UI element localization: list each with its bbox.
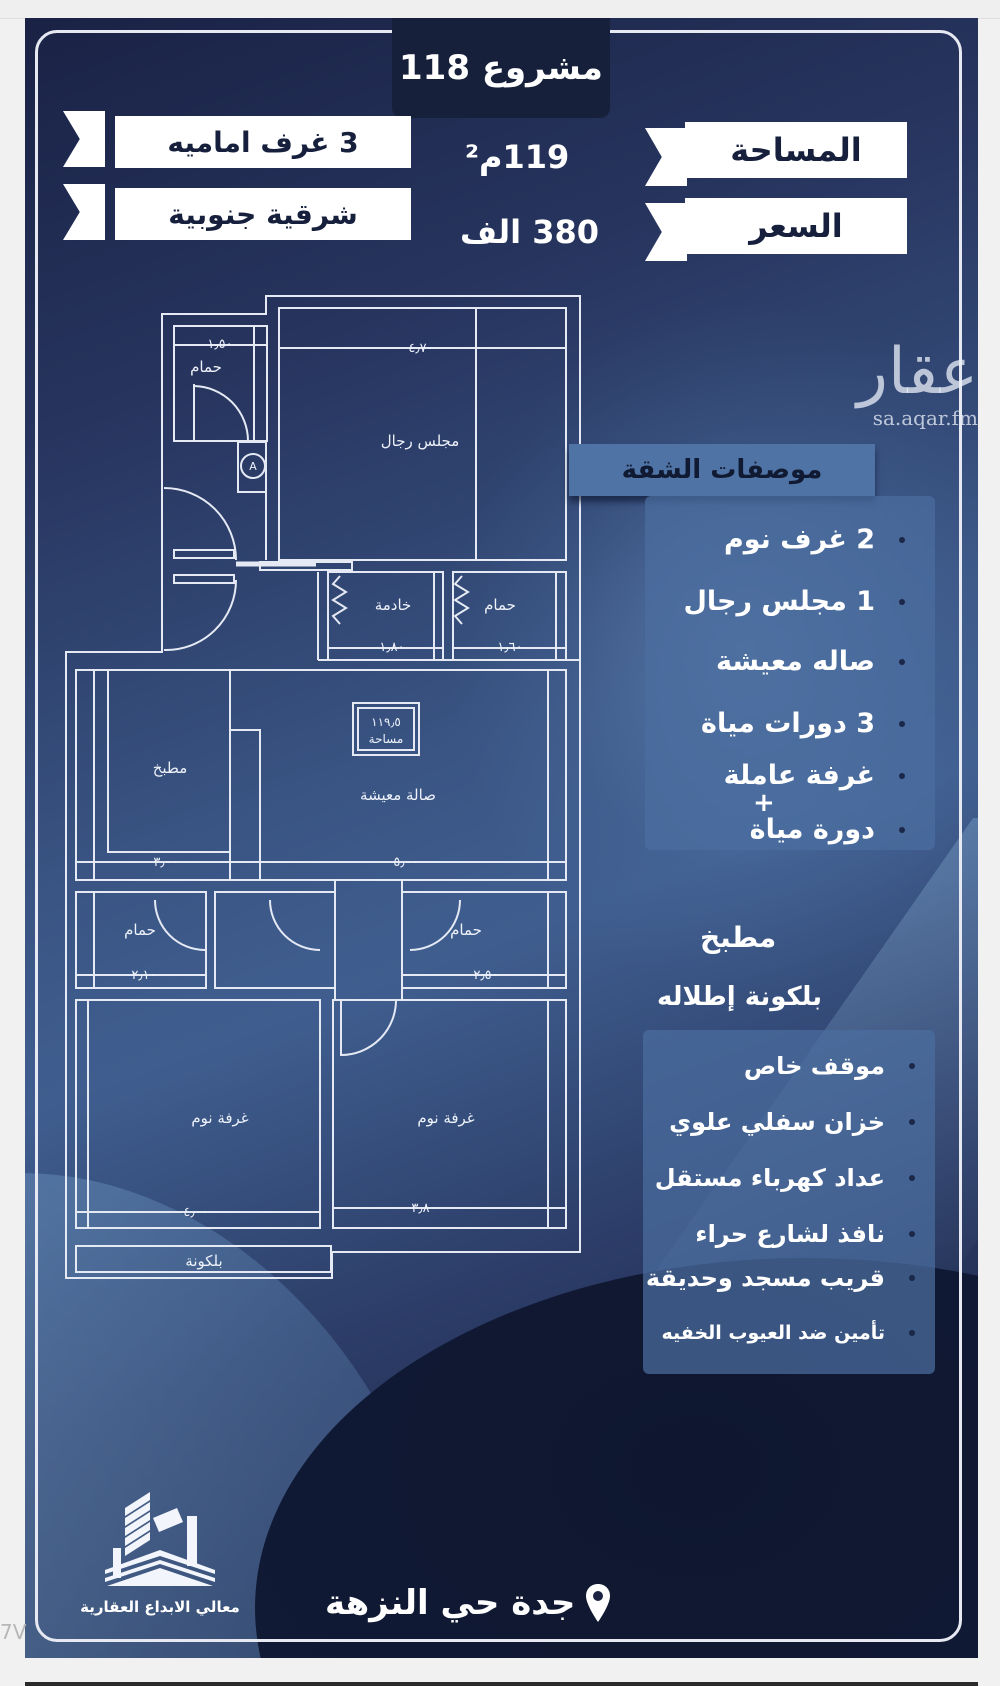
bottom-gap — [0, 1658, 1000, 1682]
location: جدة حي النزهة — [325, 1583, 611, 1623]
company-logo: معالي الابداع العقارية — [75, 1478, 245, 1616]
specs-box-1: 2 غرف نوم 1 مجلس رجال صاله معيشة 3 دورات… — [645, 496, 935, 850]
watermark-url: sa.aqar.fm — [872, 406, 978, 430]
specs-header: موصفات الشقة — [569, 444, 875, 496]
room-label-maid: خادمة — [375, 596, 412, 614]
rooms-tag: 3 غرف اماميه — [115, 116, 411, 168]
spec-item: تأمين ضد العيوب الخفيه — [662, 1322, 915, 1344]
side-page-number: 7V — [0, 1620, 27, 1644]
listing-poster: مشروع 118 3 غرف اماميه شرقية جنوبية 119م… — [25, 18, 978, 1658]
spec-item: نافذ لشارع حراء — [695, 1220, 915, 1248]
svg-text:١٫٨٠: ١٫٨٠ — [379, 640, 404, 655]
spec-item: قريب مسجد وحديقة — [646, 1264, 915, 1292]
bullet-icon — [909, 1063, 915, 1069]
room-label-majlis: مجلس رجال — [381, 432, 460, 450]
bullet-icon — [909, 1175, 915, 1181]
spec-item: غرفة عاملة — [724, 760, 905, 791]
svg-text:٥٫٠٠: ٥٫٠٠ — [393, 855, 418, 870]
top-bar — [0, 0, 1000, 19]
svg-text:A: A — [249, 460, 257, 473]
spec-item: دورة مياة — [750, 814, 905, 845]
bullet-icon — [899, 658, 905, 665]
price-label: السعر — [685, 198, 907, 254]
specs-box-2: موقف خاص خزان سفلي علوي عداد كهرباء مستق… — [643, 1030, 935, 1374]
bottom-edge — [25, 1682, 978, 1686]
area-stamp-value: ١١٩٫٥ — [371, 715, 401, 729]
location-text: جدة حي النزهة — [325, 1583, 576, 1623]
area-stamp-label: مساحة — [369, 732, 404, 746]
company-name: معالي الابداع العقارية — [80, 1598, 240, 1616]
area-label: المساحة — [685, 122, 907, 178]
spec-item: 1 مجلس رجال — [683, 586, 905, 617]
room-label-balcony: بلكونة — [185, 1252, 222, 1270]
bullet-icon — [899, 826, 905, 833]
project-title-box: مشروع 118 — [392, 18, 610, 118]
bullet-icon — [899, 536, 905, 543]
room-label-bath-maid: حمام — [484, 596, 516, 614]
room-label-bath-top: حمام — [190, 358, 222, 376]
spec-item: 2 غرف نوم — [724, 524, 905, 555]
price-value: 380 الف — [460, 213, 600, 251]
spec-item: خزان سفلي علوي — [669, 1108, 915, 1136]
svg-text:٢٫٥٠: ٢٫٥٠ — [473, 968, 498, 983]
spec-item: 3 دورات مياة — [701, 708, 905, 739]
room-label-living: صالة معيشة — [360, 786, 436, 804]
bullet-icon — [899, 720, 905, 727]
spec-item: صاله معيشة — [716, 646, 905, 677]
bullet-icon — [909, 1330, 915, 1336]
spec-balcony: بلكونة إطلاله — [657, 982, 823, 1012]
spec-kitchen: مطبخ — [700, 921, 777, 954]
room-label-kitchen: مطبخ — [153, 759, 188, 777]
spec-item: عداد كهرباء مستقل — [655, 1164, 915, 1192]
spec-item: موقف خاص — [744, 1052, 915, 1080]
room-label-bed-left: غرفة نوم — [191, 1109, 248, 1127]
bullet-icon — [899, 598, 905, 605]
aqar-watermark: عقار sa.aqar.fm — [857, 340, 978, 430]
bullet-icon — [909, 1231, 915, 1237]
area-value: 119م² — [465, 138, 570, 176]
svg-text:٤٫٧٠: ٤٫٧٠ — [408, 341, 433, 356]
orientation-tag: شرقية جنوبية — [115, 188, 411, 240]
building-icon — [105, 1492, 215, 1586]
watermark-arabic: عقار — [857, 335, 978, 409]
room-label-bath-right: حمام — [450, 921, 482, 939]
room-label-bath-left: حمام — [124, 921, 156, 939]
svg-text:٣٫٠٠: ٣٫٠٠ — [153, 855, 178, 870]
bullet-icon — [909, 1119, 915, 1125]
svg-text:١٫٥٠: ١٫٥٠ — [207, 337, 232, 352]
bullet-icon — [909, 1275, 915, 1281]
map-pin-icon — [586, 1584, 611, 1622]
bullet-icon — [899, 772, 905, 779]
svg-text:٢٫١٠: ٢٫١٠ — [131, 968, 156, 983]
svg-text:٤٫٠٠: ٤٫٠٠ — [183, 1205, 208, 1220]
room-label-bed-right: غرفة نوم — [417, 1109, 474, 1127]
floor-plan: مجلس رجال حمام خادمة حمام مطبخ صالة معيش… — [65, 295, 581, 1279]
svg-text:٣٫٨٠: ٣٫٨٠ — [411, 1201, 436, 1216]
svg-text:١٫٦٠: ١٫٦٠ — [497, 640, 522, 655]
plus-icon: + — [753, 788, 775, 818]
project-title: مشروع 118 — [399, 48, 603, 88]
